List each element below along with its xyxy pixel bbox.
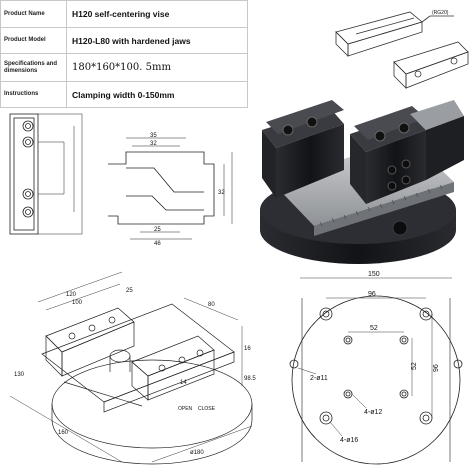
side-dim-35: 35 xyxy=(150,133,157,139)
isometric-drawing: 120 100 25 80 130 16 98.5 14 160 ø180 OP… xyxy=(9,271,256,465)
side-dim-25: 25 xyxy=(154,227,161,233)
iso-dim-160: 160 xyxy=(58,430,69,436)
side-dim-46: 46 xyxy=(154,241,161,247)
top-callout-4-16: 4-ø16 xyxy=(340,437,358,444)
jaw-insert-drawing: (RG20) xyxy=(335,10,469,89)
iso-dim-130: 130 xyxy=(14,372,25,378)
spec-label: Product Name xyxy=(0,0,67,28)
spec-label: Specifications and dimensions xyxy=(0,53,67,82)
spec-row-product-name: Product Name H120 self-centering vise xyxy=(0,0,248,28)
side-dim-32b: 32 xyxy=(218,190,225,196)
spec-row-product-model: Product Model H120-L80 with hardened jaw… xyxy=(0,27,248,54)
side-view-drawing: 35 32 32 25 46 xyxy=(108,133,233,247)
top-dim-96v: 96 xyxy=(433,364,440,372)
spec-value: Clamping width 0-150mm xyxy=(66,81,248,108)
iso-dim-14: 14 xyxy=(180,380,187,386)
iso-label-open: OPEN xyxy=(178,406,193,412)
spec-value: 180*160*100. 5mm xyxy=(66,53,248,82)
spec-label: Product Model xyxy=(0,27,67,54)
jaw-callout: (RG20) xyxy=(432,10,449,16)
top-dim-52v: 52 xyxy=(411,362,418,370)
top-view-drawing: 150 96 52 52 96 2-ø11 4-ø12 4-ø16 xyxy=(289,271,463,465)
spec-value: H120 self-centering vise xyxy=(66,0,248,28)
top-dim-52: 52 xyxy=(370,325,378,332)
top-dim-150: 150 xyxy=(368,271,380,278)
side-dim-32: 32 xyxy=(150,141,157,147)
top-callout-4-12: 4-ø12 xyxy=(364,409,382,416)
iso-dim-120: 120 xyxy=(66,292,77,298)
iso-dim-25: 25 xyxy=(126,288,133,294)
spec-table: Product Name H120 self-centering vise Pr… xyxy=(0,0,248,108)
iso-dim-16: 16 xyxy=(244,346,251,352)
iso-label-close: CLOSE xyxy=(198,406,216,412)
spec-row-instructions: Instructions Clamping width 0-150mm xyxy=(0,81,248,108)
front-view-drawing xyxy=(9,113,83,235)
spec-label: Instructions xyxy=(0,81,67,108)
spec-value: H120-L80 with hardened jaws xyxy=(66,27,248,54)
iso-dim-100: 100 xyxy=(72,300,83,306)
top-callout-2-11: 2-ø11 xyxy=(310,375,328,382)
vise-photo xyxy=(260,100,464,264)
iso-dim-80: 80 xyxy=(208,302,215,308)
top-dim-96: 96 xyxy=(368,291,376,298)
iso-dim-98-5: 98.5 xyxy=(244,376,256,382)
spec-row-dimensions: Specifications and dimensions 180*160*10… xyxy=(0,53,248,82)
iso-dim-180: ø180 xyxy=(190,450,204,456)
